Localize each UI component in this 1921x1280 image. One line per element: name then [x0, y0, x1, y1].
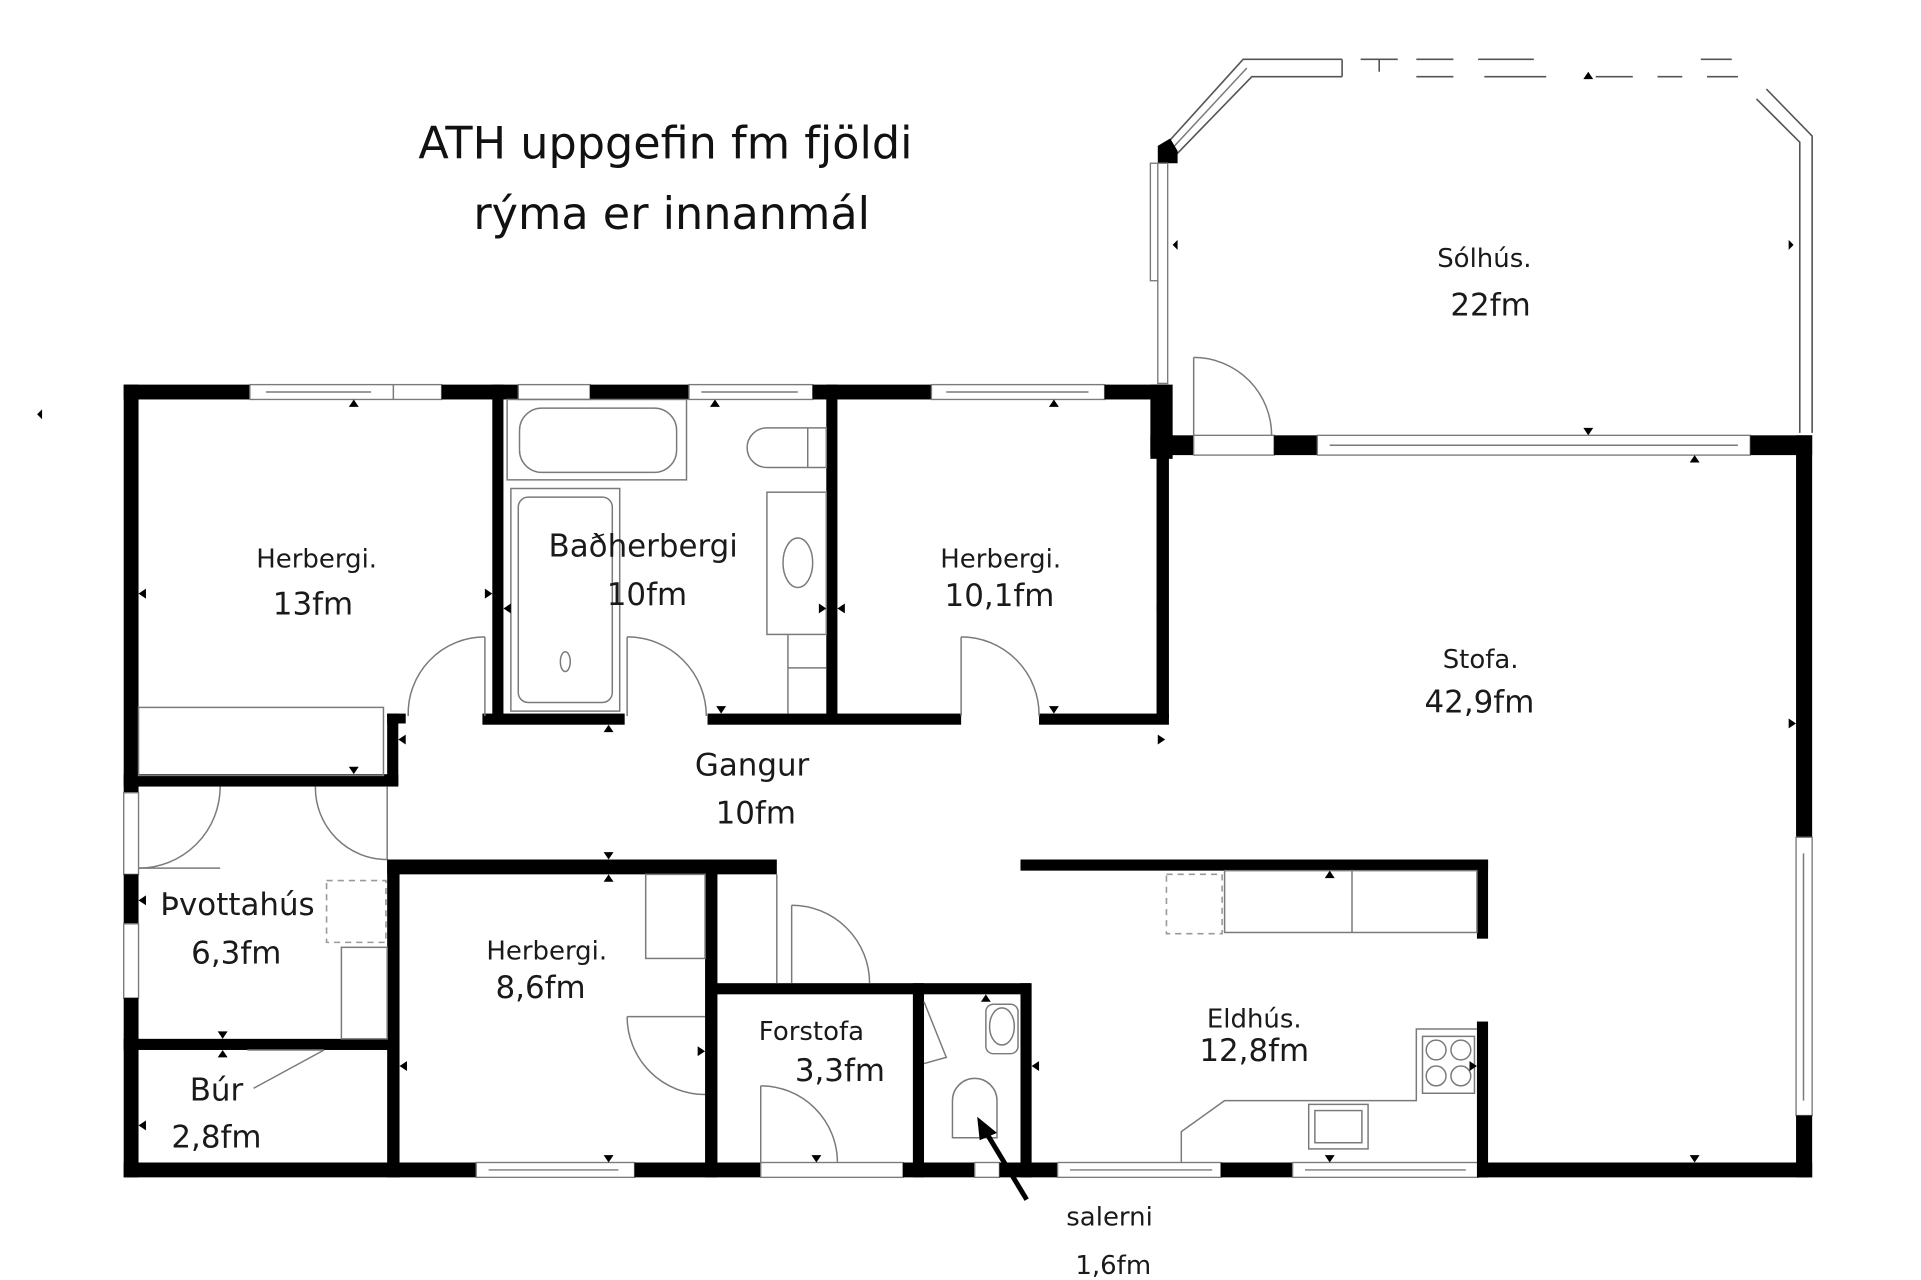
- room-thvottahus: Þvottahús 6,3fm: [160, 887, 314, 971]
- room-name: Eldhús.: [1207, 1005, 1302, 1035]
- toilet-icon: [746, 427, 828, 469]
- door-bur[interactable]: [247, 1049, 325, 1089]
- stove-icon: [1421, 1035, 1476, 1094]
- room-area: 22fm: [1450, 287, 1530, 323]
- room-name: Stofa.: [1443, 645, 1519, 675]
- room-name: Herbergi.: [940, 545, 1061, 575]
- room-area: 10fm: [716, 796, 796, 832]
- sunroom-walls: [1149, 58, 1813, 436]
- room-name: Þvottahús: [160, 887, 314, 923]
- room-area: 1,6fm: [1075, 1251, 1151, 1280]
- toilet-icon: [951, 1003, 1019, 1139]
- room-herbergi-3: Herbergi. 8,6fm: [486, 937, 607, 1006]
- room-area: 3,3fm: [795, 1053, 885, 1089]
- room-herbergi-1: Herbergi. 13fm: [256, 545, 377, 623]
- room-name: Herbergi.: [486, 937, 607, 967]
- shower-tub: [510, 487, 621, 712]
- room-gangur: Gangur 10fm: [695, 747, 810, 831]
- room-bur: Búr 2,8fm: [171, 1073, 261, 1156]
- door-badherbergi[interactable]: [626, 636, 708, 717]
- note-line-1: ATH uppgefin fm fjöldi: [418, 118, 912, 169]
- door-herbergi-2[interactable]: [960, 636, 1040, 717]
- wardrobe: [137, 706, 385, 777]
- room-name: Sólhús.: [1437, 244, 1531, 274]
- note-line-2: rýma er innanmál: [473, 189, 870, 240]
- room-name: Búr: [190, 1073, 244, 1109]
- room-badherbergi: Baðherbergi 10fm: [549, 529, 738, 613]
- door-herbergi-3[interactable]: [626, 1015, 706, 1096]
- room-name: Baðherbergi: [549, 529, 738, 565]
- room-name: Gangur: [695, 747, 810, 783]
- sink-icon: [766, 491, 828, 714]
- room-forstofa: Forstofa 3,3fm: [759, 1017, 885, 1089]
- front-door[interactable]: [759, 1085, 839, 1163]
- counter: [340, 946, 388, 1040]
- dimension-markers: [138, 399, 1797, 1163]
- room-area: 2,8fm: [171, 1120, 261, 1156]
- room-area: 10,1fm: [945, 578, 1055, 614]
- room-eldhus: Eldhús. 12,8fm: [1199, 1005, 1309, 1069]
- room-area: 42,9fm: [1424, 684, 1534, 720]
- bathtub: [506, 398, 688, 481]
- sunroom-door[interactable]: [1192, 356, 1273, 436]
- room-name: Forstofa: [759, 1017, 864, 1047]
- room-herbergi-2: Herbergi. 10,1fm: [940, 545, 1061, 614]
- sink-icon: [923, 1001, 948, 1065]
- room-solhus: Sólhús. 22fm: [1437, 244, 1531, 323]
- marker-icon: [37, 409, 43, 420]
- door-thvottahus-2[interactable]: [314, 786, 388, 861]
- door-thvottahus[interactable]: [138, 786, 221, 869]
- wardrobe: [644, 873, 706, 960]
- room-area: 8,6fm: [495, 970, 585, 1006]
- room-area: 12,8fm: [1199, 1033, 1309, 1069]
- interior-walls: [123, 384, 1489, 1178]
- salerni-pointer-arrow: [977, 1116, 1029, 1201]
- door-forstofa-inner[interactable]: [790, 904, 871, 984]
- room-name: salerni: [1066, 1203, 1153, 1233]
- room-stofa: Stofa. 42,9fm: [1424, 645, 1534, 721]
- plan-note: ATH uppgefin fm fjöldi rýma er innanmál: [418, 118, 912, 239]
- washer-icon: [325, 879, 387, 944]
- room-area: 6,3fm: [191, 935, 281, 971]
- room-name: Herbergi.: [256, 545, 377, 575]
- room-area: 13fm: [273, 587, 353, 623]
- door-herbergi-1[interactable]: [407, 636, 486, 717]
- kitchen-counter: [1165, 869, 1478, 1163]
- room-salerni: salerni 1,6fm: [1066, 1203, 1153, 1280]
- room-area: 10fm: [607, 577, 687, 613]
